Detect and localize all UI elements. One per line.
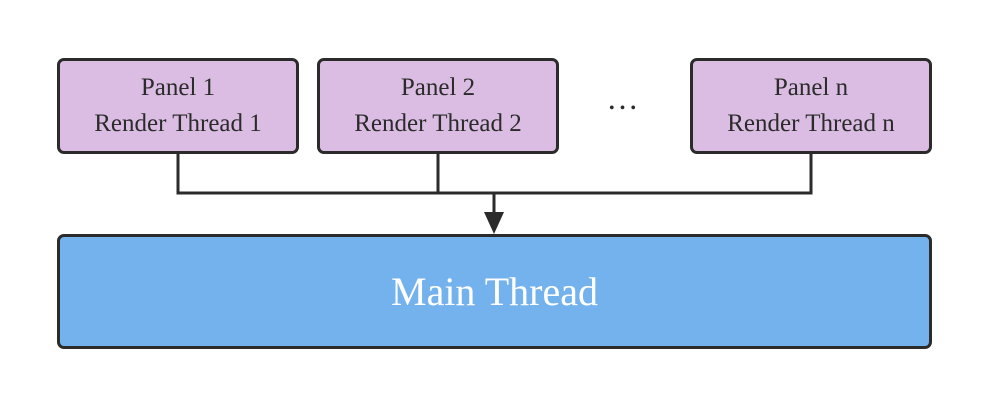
panel-n-render-thread: Render Thread n xyxy=(727,110,895,137)
panel-1-box: Panel 1 Render Thread 1 xyxy=(57,58,299,154)
panel-2-box: Panel 2 Render Thread 2 xyxy=(317,58,559,154)
panel-2-render-thread: Render Thread 2 xyxy=(354,110,522,137)
main-thread-label: Main Thread xyxy=(391,269,598,314)
main-thread-box: Main Thread xyxy=(57,234,932,349)
panel-n-title: Panel n xyxy=(773,74,849,101)
panel-1-render-thread: Render Thread 1 xyxy=(94,110,262,137)
arrow-head-icon xyxy=(484,212,504,234)
panel-1-title: Panel 1 xyxy=(140,74,216,101)
panel-2-title: Panel 2 xyxy=(400,74,476,101)
panel-n-box: Panel n Render Thread n xyxy=(690,58,932,154)
ellipsis: … xyxy=(606,80,640,116)
